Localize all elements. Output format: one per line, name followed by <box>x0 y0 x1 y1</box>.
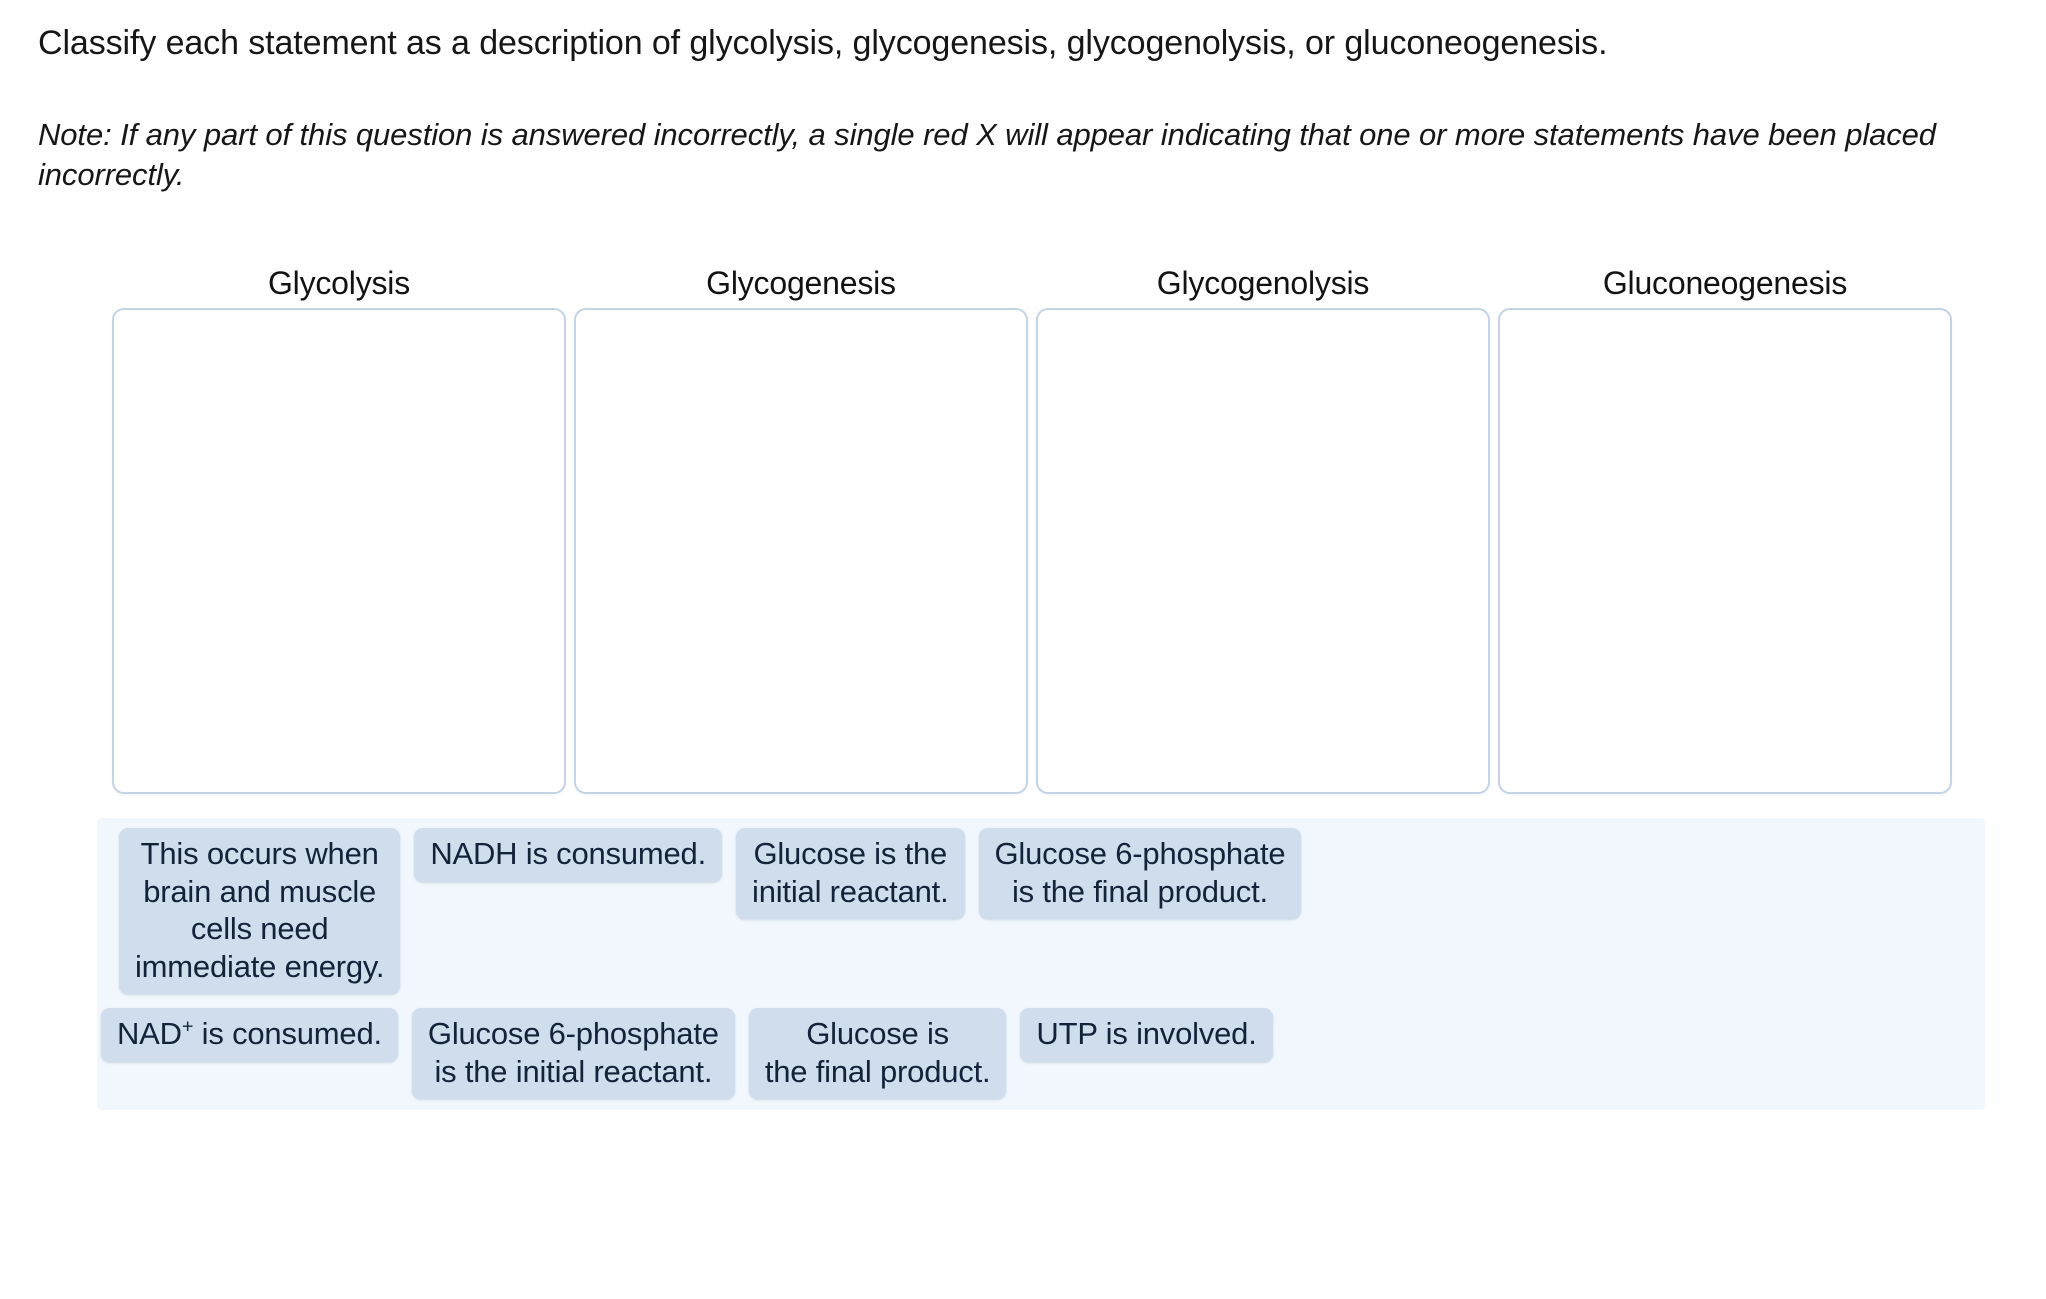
category-column-glycogenesis: Glycogenesis <box>574 258 1028 794</box>
statement-tile[interactable]: Glucose is the final product. <box>748 1008 1007 1099</box>
statement-bank: This occurs when brain and muscle cells … <box>97 818 1985 1110</box>
category-column-glycolysis: Glycolysis <box>112 258 566 794</box>
statement-tile[interactable]: Glucose 6-phosphate is the final product… <box>978 828 1302 919</box>
dropzone-glycogenolysis[interactable] <box>1036 308 1490 794</box>
category-header-glycolysis: Glycolysis <box>267 264 411 301</box>
dropzone-glycogenesis[interactable] <box>574 308 1028 794</box>
category-column-gluconeogenesis: Gluconeogenesis <box>1498 258 1952 794</box>
statement-tile[interactable]: NADH is consumed. <box>414 828 723 882</box>
question-note: Note: If any part of this question is an… <box>38 117 1936 193</box>
category-column-glycogenolysis: Glycogenolysis <box>1036 258 1490 794</box>
dropzone-glycolysis[interactable] <box>112 308 566 794</box>
category-header-glycogenesis: Glycogenesis <box>706 264 896 301</box>
dropzone-gluconeogenesis[interactable] <box>1498 308 1952 794</box>
statement-tile[interactable]: Glucose 6-phosphate is the initial react… <box>411 1008 735 1099</box>
statement-tile[interactable]: This occurs when brain and muscle cells … <box>119 828 401 994</box>
statement-tile[interactable]: UTP is involved. <box>1020 1008 1273 1062</box>
statement-tile[interactable]: NAD+ is consumed. <box>101 1008 398 1062</box>
category-header-glycogenolysis: Glycogenolysis <box>1156 264 1370 301</box>
question-prompt: Classify each statement as a description… <box>38 24 1608 62</box>
statement-bank-row-1: This occurs when brain and muscle cells … <box>97 828 1985 994</box>
category-columns: Glycolysis Glycogenesis Glycogenolysis G… <box>112 258 1952 794</box>
statement-bank-row-2: NAD+ is consumed. Glucose 6-phosphate is… <box>97 1008 1985 1099</box>
statement-tile[interactable]: Glucose is the initial reactant. <box>736 828 965 919</box>
category-header-gluconeogenesis: Gluconeogenesis <box>1602 264 1848 301</box>
